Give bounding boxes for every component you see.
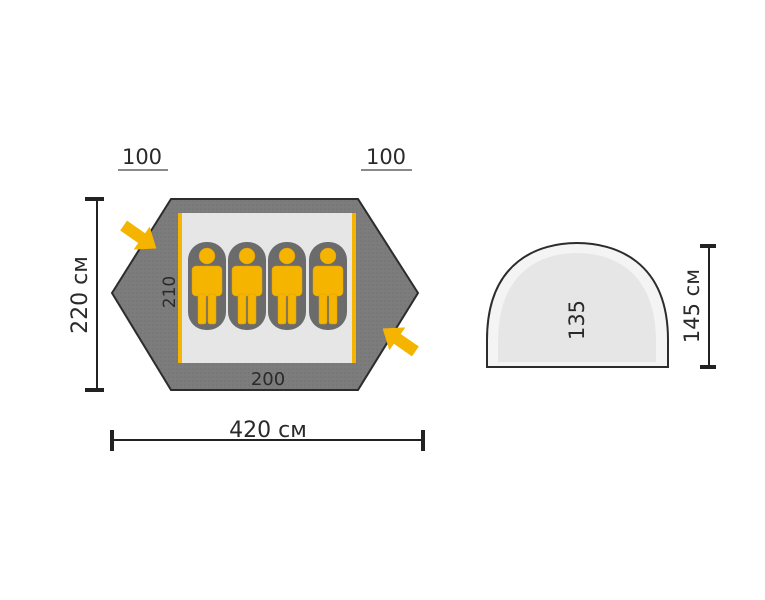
overall-length-label: 420 см [229, 418, 307, 443]
overall-height-label: 145 см [680, 269, 704, 343]
overall-depth-label: 220 см [68, 256, 93, 334]
overall-length-dimension: 420 см [110, 418, 425, 451]
person-icon [312, 247, 344, 325]
person-icon [191, 247, 223, 325]
inner-width-label: 200 [251, 369, 285, 390]
person-icon [271, 247, 303, 325]
vestibule-left-label: 100 [122, 145, 162, 169]
vestibule-right-label: 100 [366, 145, 406, 169]
vestibule-left-dimension: 100 [118, 145, 168, 171]
person-icon [231, 247, 263, 325]
occupant-3 [268, 242, 306, 330]
entrance-arrow-icon [382, 327, 419, 357]
vestibule-right-dimension: 100 [361, 145, 412, 171]
overall-depth-dimension: 220 см [68, 197, 104, 392]
occupant-1 [188, 242, 226, 330]
inner-depth-label: 210 [160, 276, 180, 308]
inner-height-label: 135 [565, 300, 589, 340]
overall-height-dimension: 145 см [680, 244, 716, 369]
occupant-4 [309, 242, 347, 330]
tent-side-view: 135 [486, 241, 669, 368]
occupant-2 [228, 242, 266, 330]
entrance-arrow-icon [120, 220, 157, 250]
